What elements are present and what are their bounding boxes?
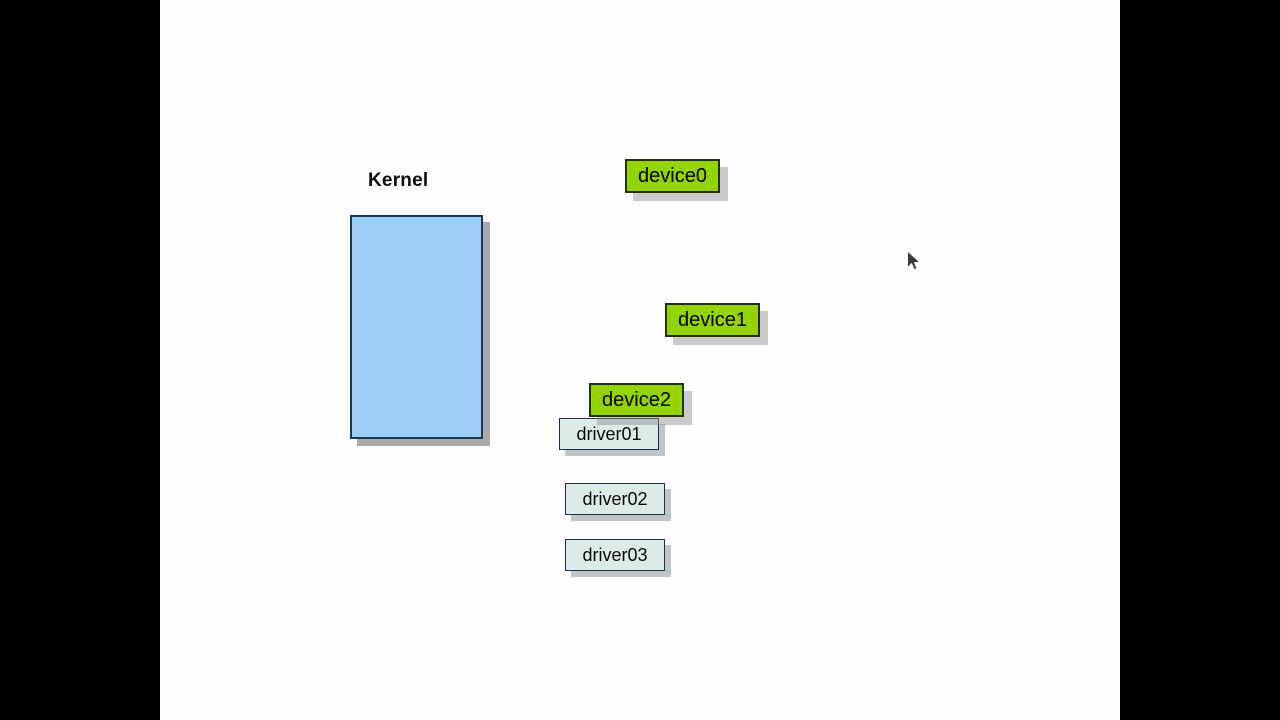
- kernel-box[interactable]: [350, 215, 483, 439]
- device-label: device2: [602, 389, 671, 411]
- driver-box-driver01[interactable]: driver01: [559, 418, 659, 450]
- driver-label: driver02: [582, 489, 648, 509]
- device-label: device1: [678, 309, 747, 331]
- kernel-label: Kernel: [368, 170, 429, 191]
- device-box-device0[interactable]: device0: [625, 159, 720, 193]
- letterbox-right: [1120, 0, 1280, 720]
- slide-canvas: Kernel driver01 driver02 driver03 device…: [160, 0, 1120, 720]
- driver-label: driver01: [576, 424, 642, 444]
- device-box-device2[interactable]: device2: [589, 383, 684, 417]
- device-box-device1[interactable]: device1: [665, 303, 760, 337]
- device-label: device0: [638, 165, 707, 187]
- driver-box-driver03[interactable]: driver03: [565, 539, 665, 571]
- driver-box-driver02[interactable]: driver02: [565, 483, 665, 515]
- letterbox-left: [0, 0, 160, 720]
- driver-label: driver03: [582, 545, 648, 565]
